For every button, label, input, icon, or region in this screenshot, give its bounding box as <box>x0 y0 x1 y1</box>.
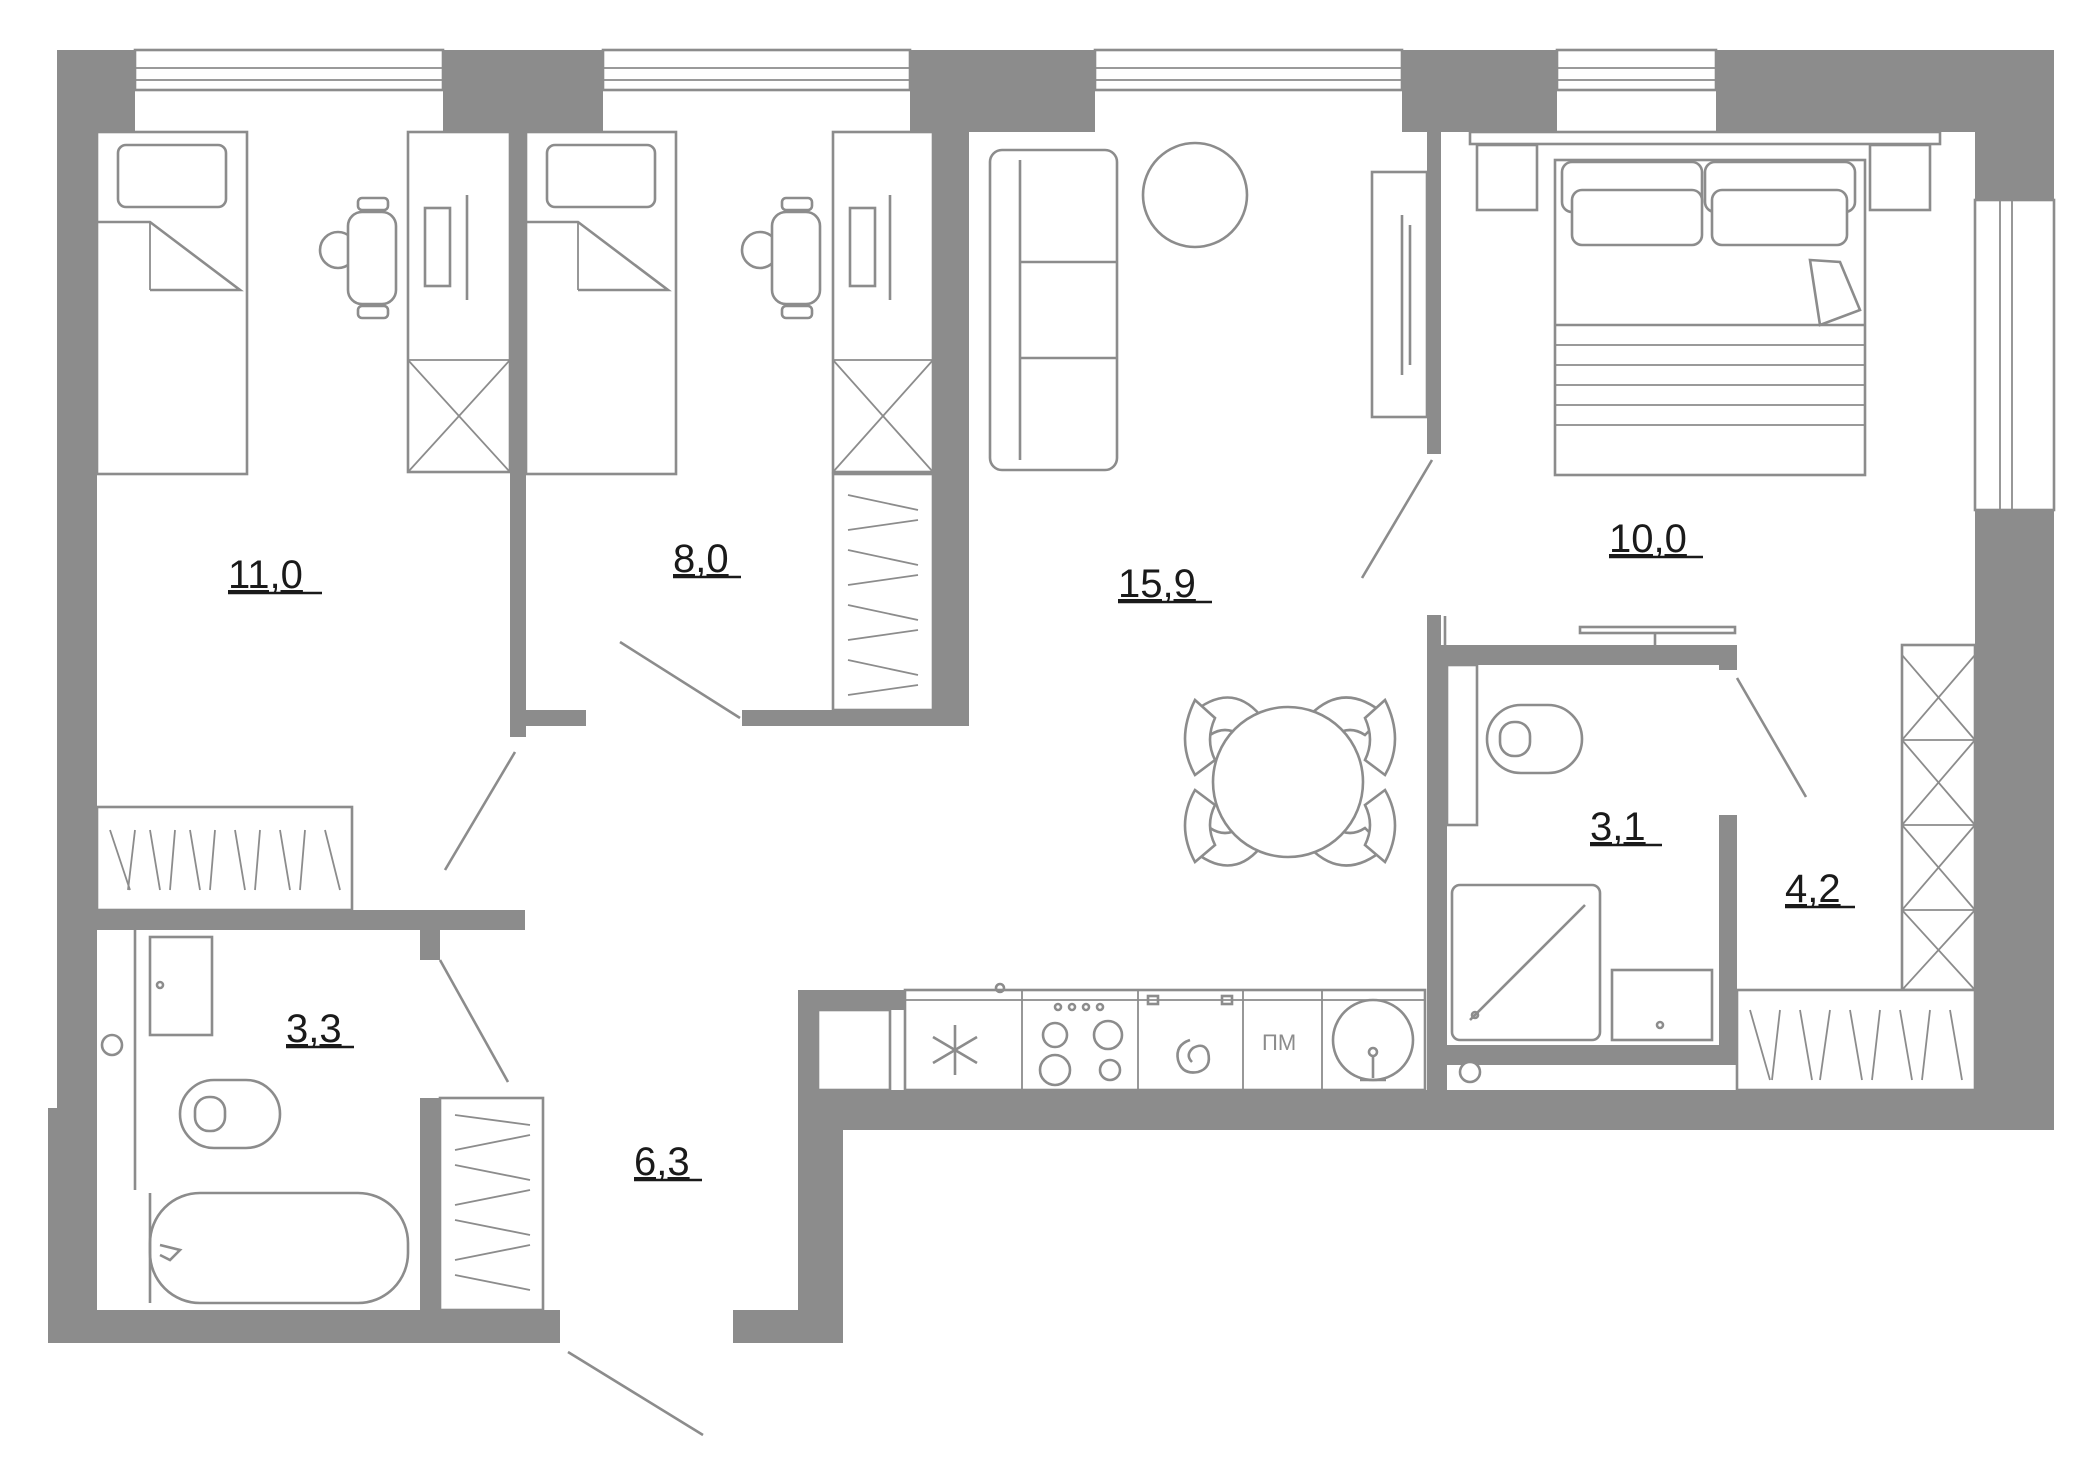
wall-kitchen-box-left <box>798 990 818 1100</box>
dishwasher-label: ПМ <box>1262 1030 1296 1055</box>
area-label-hallway: 6,3 <box>634 1140 690 1184</box>
pillow-2 <box>545 143 657 209</box>
bedroom-2-furniture <box>524 130 935 712</box>
wall-left <box>57 50 97 1113</box>
sofa <box>988 148 1119 472</box>
fridge-icon <box>932 982 1006 1075</box>
tv-master <box>1578 625 1737 635</box>
window-living <box>1093 48 1404 92</box>
wall-bed2-living <box>933 132 969 726</box>
nightstand-left <box>1475 143 1539 212</box>
storage-cabinet <box>816 1008 892 1092</box>
monitor-2 <box>848 206 877 288</box>
area-label-bathroom-2: 3,1 <box>1590 805 1646 849</box>
sink-icon <box>1331 998 1415 1082</box>
walls <box>48 50 2054 1343</box>
wall-bath1-right <box>420 1098 440 1310</box>
wall-bath2-right <box>1719 815 1737 1065</box>
area-underlines <box>228 555 1855 1182</box>
wall-top-pier-3 <box>1402 50 1557 132</box>
wall-bath2-top <box>1427 645 1737 665</box>
wall-top-pier-1 <box>443 50 603 132</box>
hall-2-storage <box>1735 643 1977 1092</box>
door-entry <box>567 1350 704 1437</box>
doors <box>438 459 1808 1437</box>
wall-bed2-bottom <box>742 710 969 726</box>
washbasin-2 <box>1610 968 1714 1042</box>
vanity-1 <box>148 935 214 1037</box>
wall-bed1-bed2 <box>510 132 526 737</box>
area-label-bathroom-1: 3,3 <box>286 1007 342 1051</box>
wardrobe-1 <box>95 805 354 912</box>
kitchen-counter <box>903 988 1427 1092</box>
wall-right-bottom <box>1975 510 2054 1130</box>
wall-bed1-bottom <box>97 910 525 930</box>
door-bathroom-1 <box>438 959 510 1083</box>
wall-left-lower-pier <box>48 1108 97 1343</box>
wall-kitchen-bottom <box>798 1090 2054 1130</box>
pillow-1 <box>116 143 228 209</box>
dining-set <box>1183 696 1397 867</box>
area-label-bedroom-1: 11,0 <box>228 553 303 597</box>
desk-2 <box>831 130 935 474</box>
toilet-box-2 <box>1445 663 1479 827</box>
door-bedroom-1 <box>443 751 517 871</box>
side-table <box>1141 141 1249 249</box>
tv-unit <box>1370 170 1429 419</box>
wall-entry-right <box>798 1103 843 1343</box>
wall-bath2-left <box>1427 645 1447 1100</box>
wall-top-pier-2 <box>910 50 1095 132</box>
riser-2 <box>1458 1060 1482 1084</box>
wall-bath2-bottom <box>1447 1045 1737 1065</box>
door-master <box>1360 459 1434 579</box>
area-label-bedroom-master: 10,0 <box>1609 517 1687 561</box>
wall-bath2-right-top <box>1719 645 1737 670</box>
window-master-side <box>1973 198 2056 512</box>
area-label-bedroom-2: 8,0 <box>673 537 729 581</box>
window-master <box>1555 48 1718 92</box>
wardrobe-2 <box>831 472 935 712</box>
kitchen: ПМ <box>816 982 1427 1092</box>
master-bedroom-furniture <box>1468 130 1942 645</box>
door-bedroom-2 <box>619 640 741 720</box>
chair-2 <box>770 210 822 306</box>
desk-1 <box>406 130 512 474</box>
shelves-hall-2 <box>1900 643 1977 992</box>
monitor-1 <box>423 206 452 288</box>
living-furniture <box>988 141 1429 867</box>
nightstand-right <box>1868 143 1932 212</box>
cooktop-icon <box>1038 1002 1124 1087</box>
wall-right-top <box>1975 50 2054 200</box>
wall-living-master <box>1427 132 1441 454</box>
dining-table <box>1211 705 1365 859</box>
window-bedroom-1 <box>133 48 445 92</box>
bathroom-1-fixtures <box>100 930 545 1312</box>
riser-1 <box>100 1033 124 1057</box>
pillow-5 <box>1570 188 1704 247</box>
windows <box>133 48 2056 512</box>
bathtub <box>148 1191 410 1305</box>
area-label-hall-2: 4,2 <box>1785 867 1841 911</box>
window-bedroom-2 <box>601 48 912 92</box>
bedroom-1-furniture <box>95 130 512 912</box>
chair-1 <box>346 210 398 306</box>
pillow-6 <box>1710 188 1849 247</box>
wall-bath1-right-stub <box>420 930 440 960</box>
wall-bottom-left <box>48 1310 560 1343</box>
door-bathroom-2 <box>1735 677 1808 798</box>
wall-bed2-stub <box>526 710 586 726</box>
washing-machine-icon <box>1146 994 1234 1074</box>
bathroom-2-fixtures <box>1445 663 1714 1084</box>
area-labels: 11,0 8,0 15,9 10,0 3,3 6,3 3,1 4,2 <box>228 517 1841 1184</box>
wall-kitchen-box <box>798 990 908 1010</box>
area-label-living-kitchen: 15,9 <box>1118 562 1196 606</box>
